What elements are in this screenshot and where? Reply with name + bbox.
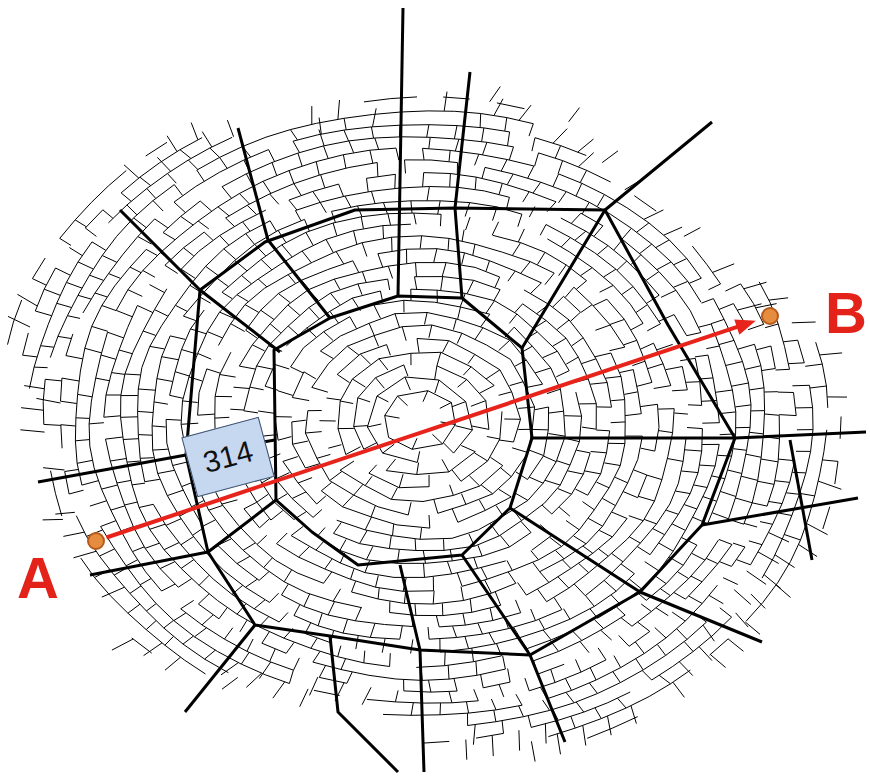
radial-road — [522, 122, 712, 348]
distance-number: 314 — [200, 436, 256, 478]
radial-road — [462, 555, 565, 742]
radial-road — [238, 128, 330, 318]
radial-road — [532, 432, 866, 438]
distance-tag: 314 — [181, 417, 274, 498]
street-lines — [8, 87, 848, 762]
route-line — [106, 325, 742, 537]
radial-road — [702, 498, 858, 525]
point-b: B — [761, 307, 779, 325]
radial-road — [398, 8, 403, 296]
radial-road — [185, 625, 255, 712]
radial-road — [510, 508, 762, 642]
radial-road — [330, 636, 398, 772]
arrowhead — [734, 319, 756, 334]
main-roads — [38, 8, 866, 772]
point-label: A — [17, 549, 59, 607]
point-label: B — [825, 284, 867, 342]
street-mesh — [8, 87, 848, 762]
radial-road — [400, 565, 424, 772]
radial-road — [120, 210, 280, 352]
radial-road — [790, 440, 812, 560]
point-a: A — [87, 532, 105, 550]
inner-ring-road — [274, 296, 532, 565]
route-arrow — [106, 319, 755, 537]
radial-road — [455, 72, 470, 298]
